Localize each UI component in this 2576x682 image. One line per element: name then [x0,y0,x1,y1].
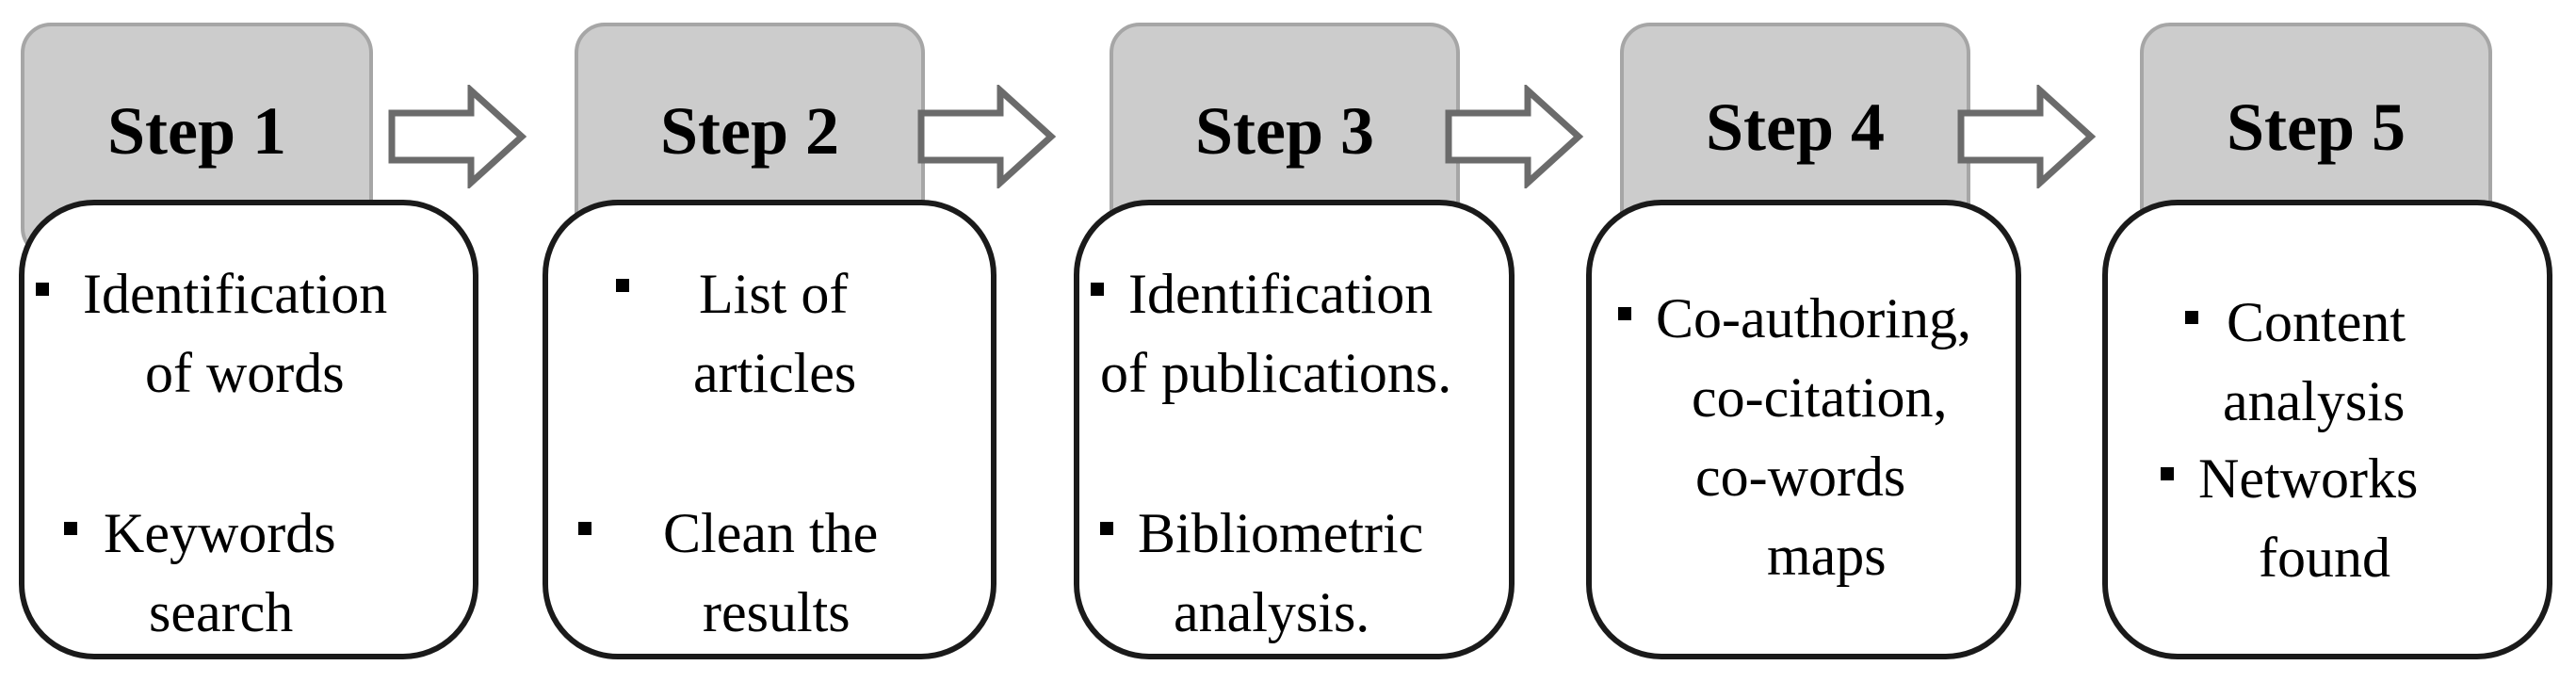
arrow-right-icon [1445,85,1584,188]
step-2-card: List of articles Clean the results [543,200,996,659]
step-4-title: Step 4 [1705,89,1886,165]
bullet-icon [2185,311,2198,324]
step-3-line-1: Identification [1128,263,1434,325]
step-2-line-4: results [703,581,851,643]
step-3-title: Step 3 [1194,93,1375,169]
step-1-card: Identification of words Keywords search [19,200,478,659]
bullet-icon [2161,467,2174,480]
bullet-icon [1091,283,1104,296]
step-5-line-3: Networks [2198,447,2419,510]
bullet-icon [616,279,629,292]
step-2-line-3: Clean the [663,502,879,564]
step-3-line-3: Bibliometric [1138,502,1424,564]
arrow-right-icon [388,85,527,188]
step-3-line-2: of publications. [1100,342,1452,404]
arrow-right-icon [1957,85,2097,188]
step-1-title: Step 1 [106,93,287,169]
step-1-line-4: search [149,581,294,643]
bullet-icon [1100,522,1113,535]
step-5-line-4: found [2259,527,2390,589]
step-4-line-3: co-words [1695,446,1906,508]
step-1-line-3: Keywords [104,502,336,564]
step-5-title: Step 5 [2226,89,2406,165]
step-3-line-4: analysis. [1174,581,1370,643]
step-5-card: Content analysis Networks found [2102,200,2552,659]
bullet-icon [1618,307,1631,320]
bullet-icon [578,522,591,535]
arrow-right-icon [917,85,1057,188]
bullet-icon [36,283,49,296]
step-2-line-2: articles [693,342,857,404]
bullet-icon [64,522,77,535]
step-2-title: Step 2 [659,93,840,169]
step-4-line-1: Co-authoring, [1656,287,1971,349]
step-1-line-2: of words [145,342,345,404]
step-3-card: Identification of publications. Bibliome… [1074,200,1515,659]
step-5-line-1: Content [2227,291,2406,353]
step-4-line-4: maps [1767,525,1887,587]
step-4-line-2: co-citation, [1692,366,1948,429]
step-2-line-1: List of [699,263,849,325]
step-5-line-2: analysis [2223,370,2406,432]
step-4-card: Co-authoring, co-citation, co-words maps [1586,200,2021,659]
step-1-line-1: Identification [83,263,388,325]
